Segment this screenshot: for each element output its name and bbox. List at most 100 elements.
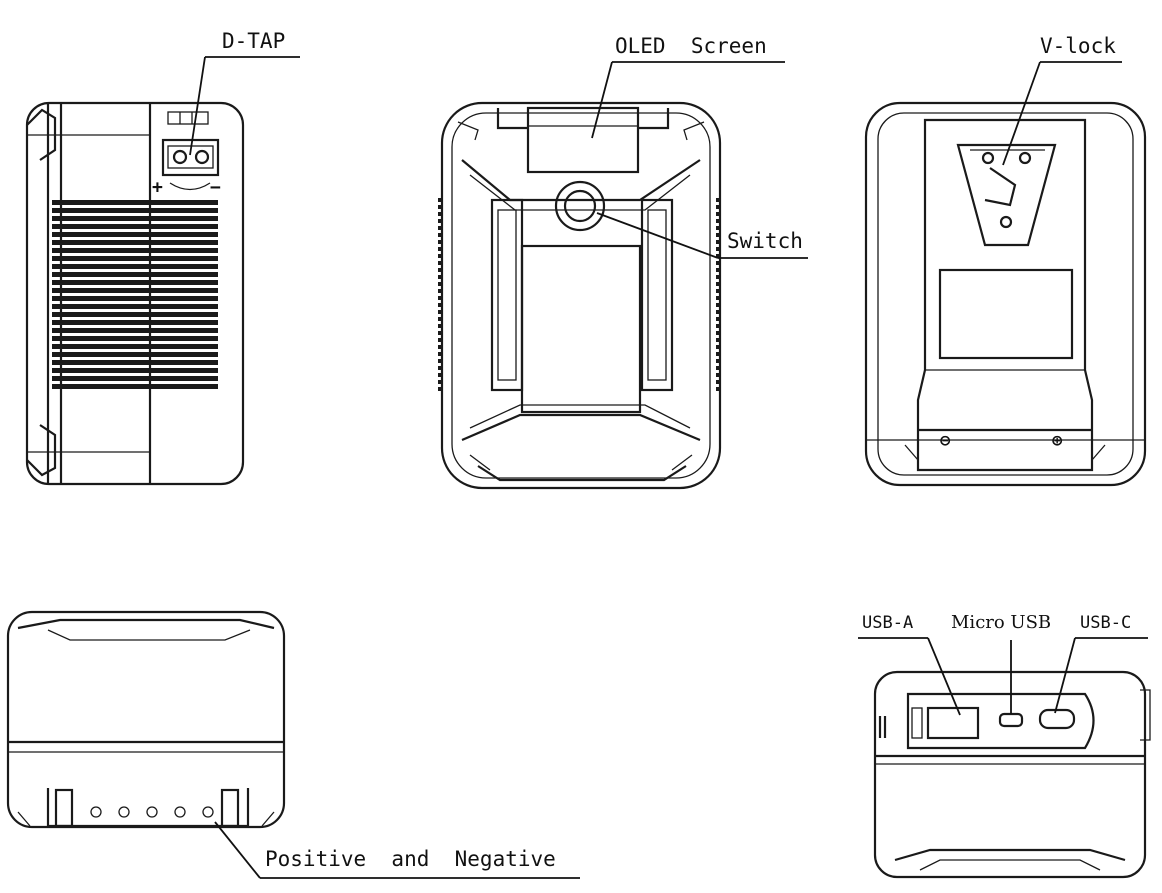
front-view: [438, 101, 722, 490]
grip-dot: [438, 310, 443, 314]
grip-dot: [438, 366, 443, 370]
usb-a-label: USB-A: [862, 613, 913, 633]
grip-dot: [716, 324, 721, 328]
vent-slot: [52, 336, 218, 341]
vent-slot: [52, 224, 218, 229]
grip-dot: [716, 233, 721, 237]
grip-dot: [438, 359, 443, 363]
dtap-label: D-TAP: [222, 29, 285, 53]
grip-dot: [716, 254, 721, 258]
grip-dot: [716, 205, 721, 209]
vent-slot: [52, 296, 218, 301]
top-view: [873, 670, 1151, 879]
side-view: + −: [25, 101, 245, 486]
grip-dot: [438, 268, 443, 272]
grip-dot: [438, 212, 443, 216]
grip-dot: [716, 310, 721, 314]
vent-slot: [52, 312, 218, 317]
grip-dot: [716, 366, 721, 370]
vent-slot: [52, 344, 218, 349]
svg-text:+: +: [152, 177, 163, 198]
oled-screen-label: OLED Screen: [615, 34, 767, 58]
usb-c-label: USB-C: [1080, 613, 1131, 633]
grip-dot: [716, 331, 721, 335]
vent-slot: [52, 376, 218, 381]
grip-dot: [438, 373, 443, 377]
grip-dot: [716, 338, 721, 342]
grip-dot: [438, 352, 443, 356]
vent-slot: [52, 232, 218, 237]
grip-dot: [716, 359, 721, 363]
grip-dot: [716, 198, 721, 202]
grip-dot: [438, 331, 443, 335]
grip-dot: [716, 275, 721, 279]
grip-dot: [438, 296, 443, 300]
grip-dot: [716, 296, 721, 300]
svg-text:−: −: [210, 177, 221, 198]
grip-dot: [438, 226, 443, 230]
grip-dot: [438, 345, 443, 349]
grip-dot: [438, 275, 443, 279]
vent-slot: [52, 280, 218, 285]
vent-slot: [52, 368, 218, 373]
vent-slot: [52, 200, 218, 205]
grip-dot: [438, 338, 443, 342]
grip-dot: [716, 345, 721, 349]
grip-dot: [438, 317, 443, 321]
grip-dot: [438, 205, 443, 209]
grip-dot: [716, 373, 721, 377]
bottom-view: [6, 610, 286, 829]
callouts: [189, 56, 1148, 879]
vent-slot: [52, 256, 218, 261]
vent-slot: [52, 208, 218, 213]
vent-grille: [52, 200, 218, 389]
svg-text:⊕: ⊕: [1052, 431, 1063, 451]
vent-slot: [52, 272, 218, 277]
grip-dot: [716, 289, 721, 293]
vent-slot: [52, 248, 218, 253]
grip-dot: [438, 282, 443, 286]
grip-dot: [716, 282, 721, 286]
positive-negative-label: Positive and Negative: [265, 847, 556, 871]
svg-text:⊖: ⊖: [940, 431, 951, 451]
grip-dot: [438, 219, 443, 223]
grip-dot: [438, 380, 443, 384]
grip-left: [438, 198, 443, 391]
grip-dot: [438, 240, 443, 244]
vent-slot: [52, 304, 218, 309]
grip-dot: [438, 387, 443, 391]
grip-dot: [438, 303, 443, 307]
grip-dot: [716, 387, 721, 391]
back-view: ⊖ ⊕: [864, 101, 1147, 487]
switch-label: Switch: [727, 229, 803, 253]
vent-slot: [52, 328, 218, 333]
vent-slot: [52, 352, 218, 357]
grip-dot: [716, 352, 721, 356]
vent-slot: [52, 360, 218, 365]
grip-dot: [438, 324, 443, 328]
grip-dot: [716, 240, 721, 244]
grip-dot: [716, 226, 721, 230]
grip-dot: [716, 303, 721, 307]
vlock-label: V-lock: [1040, 34, 1116, 58]
vent-slot: [52, 264, 218, 269]
grip-dot: [438, 261, 443, 265]
micro-usb-label: Micro USB: [951, 612, 1051, 633]
grip-dot: [438, 198, 443, 202]
grip-dot: [716, 247, 721, 251]
grip-dot: [438, 289, 443, 293]
vent-slot: [52, 320, 218, 325]
grip-dot: [716, 380, 721, 384]
grip-dot: [716, 219, 721, 223]
vent-slot: [52, 240, 218, 245]
grip-right: [716, 198, 721, 391]
vent-slot: [52, 216, 218, 221]
grip-dot: [716, 261, 721, 265]
grip-dot: [438, 247, 443, 251]
grip-dot: [438, 233, 443, 237]
grip-dot: [716, 268, 721, 272]
grip-dot: [438, 254, 443, 258]
grip-dot: [716, 212, 721, 216]
grip-dot: [716, 317, 721, 321]
